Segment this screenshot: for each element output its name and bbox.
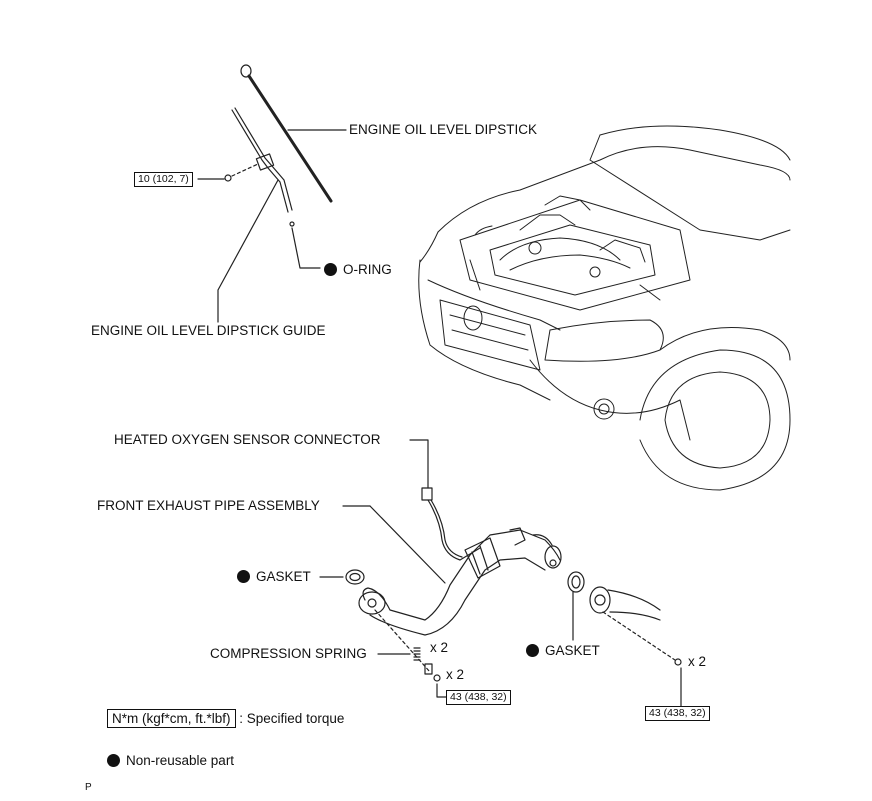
gasket-left-drawing [319, 569, 365, 585]
bolt-left-quantity: x 2 [446, 667, 465, 682]
oring-label-text: O-RING [343, 262, 392, 277]
gasket-right-drawing [567, 571, 585, 641]
non-reusable-dot-icon [237, 570, 250, 583]
bolt-right-quantity: x 2 [688, 654, 707, 669]
torque-units-box: N*m (kgf*cm, ft.*lbf) [107, 709, 236, 728]
exhaust-pipe-label: FRONT EXHAUST PIPE ASSEMBLY [97, 498, 320, 513]
non-reusable-dot-icon [107, 754, 120, 767]
dipstick-guide-drawing [197, 107, 321, 323]
non-reusable-legend-text: Non-reusable part [126, 753, 235, 768]
spring-bolt-drawing [374, 609, 447, 698]
dipstick-guide-label: ENGINE OIL LEVEL DIPSTICK GUIDE [91, 323, 326, 338]
gasket-left-label: GASKET [237, 569, 311, 585]
gasket-left-label-text: GASKET [256, 569, 311, 584]
non-reusable-dot-icon [526, 644, 539, 657]
dipstick-drawing [240, 64, 347, 203]
gasket-right-label-text: GASKET [545, 643, 600, 658]
gasket-right-label: GASKET [526, 643, 600, 659]
oring-label: O-RING [324, 262, 392, 278]
dipstick-guide-torque-value: 10 (102, 7) [134, 172, 193, 187]
spring-quantity: x 2 [430, 640, 449, 655]
non-reusable-legend: Non-reusable part [107, 753, 234, 769]
sensor-connector-label: HEATED OXYGEN SENSOR CONNECTOR [114, 432, 381, 447]
exhaust-pipe-drawing [342, 505, 562, 636]
vehicle-drawing [418, 125, 791, 491]
torque-legend: N*m (kgf*cm, ft.*lbf) : Specified torque [107, 709, 345, 728]
sensor-connector-drawing [409, 439, 481, 561]
non-reusable-dot-icon [324, 263, 337, 276]
exhaust-left-torque-value: 43 (438, 32) [446, 690, 511, 705]
dipstick-label: ENGINE OIL LEVEL DIPSTICK [349, 122, 538, 137]
torque-legend-desc: : Specified torque [239, 711, 345, 726]
page-code: P [85, 782, 92, 793]
flange-right-drawing [589, 586, 682, 707]
exhaust-right-torque-value: 43 (438, 32) [645, 706, 710, 721]
compression-spring-label: COMPRESSION SPRING [210, 646, 367, 661]
